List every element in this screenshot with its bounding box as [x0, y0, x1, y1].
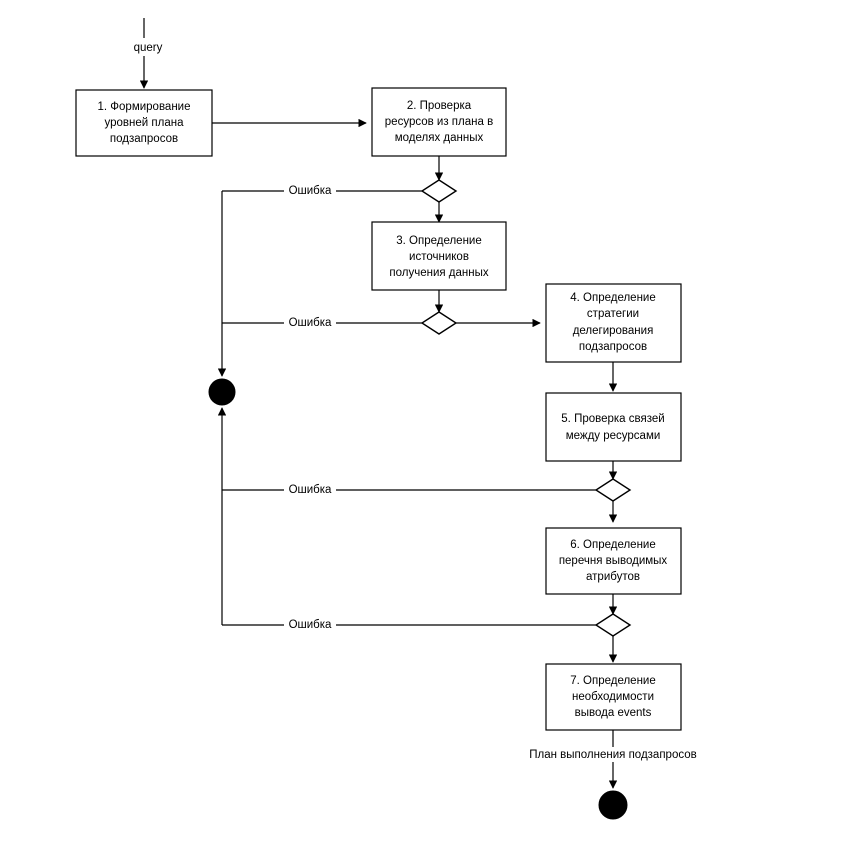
d4-error-label-bg: [284, 618, 336, 632]
box7-shape: [545, 663, 682, 731]
box6-shape: [545, 527, 682, 595]
d1-error-label-bg: [284, 184, 336, 198]
node-box3[interactable]: 3. Определение источников получения данн…: [371, 221, 507, 291]
box4-line-3: подзапросов: [579, 341, 647, 353]
box1-line-2: подзапросов: [110, 133, 178, 145]
start-flow: query: [134, 18, 163, 89]
decision-d4[interactable]: [594, 613, 632, 637]
box6-line-1: перечня выводимых: [559, 555, 668, 567]
box6-line-2: атрибутов: [586, 571, 640, 583]
box1-shape: [75, 89, 213, 157]
box3-line-1: источников: [409, 251, 469, 263]
edge-label-error-2: Ошибка: [289, 317, 332, 329]
edge-label-error-1: Ошибка: [289, 185, 332, 197]
box7-line-1: необходимости: [572, 691, 654, 703]
error-terminal-shape: [208, 378, 236, 406]
end-terminal-shape: [598, 790, 628, 820]
box4-line-2: делегирования: [573, 325, 654, 337]
node-box6[interactable]: 6. Определение перечня выводимых атрибут…: [545, 527, 682, 595]
box4-line-1: стратегии: [587, 308, 639, 320]
box2-line-2: моделях данных: [395, 132, 484, 144]
edge-label-error-4: Ошибка: [289, 619, 332, 631]
d1-shape: [420, 179, 458, 203]
d4-shape: [594, 613, 632, 637]
decision-d1[interactable]: [420, 179, 458, 203]
box5-shape: [545, 392, 682, 462]
box3-line-2: получения данных: [389, 267, 488, 279]
d2-error-label-bg: [284, 316, 336, 330]
box1-line-1: уровней плана: [105, 117, 185, 129]
box4-shape: [545, 283, 682, 363]
node-box2[interactable]: 2. Проверка ресурсов из плана в моделях …: [371, 87, 507, 157]
node-box1[interactable]: 1. Формирование уровней плана подзапросо…: [75, 89, 213, 157]
edge-label-query: query: [134, 42, 163, 54]
box3-shape: [371, 221, 507, 291]
error-terminal[interactable]: [208, 378, 236, 406]
d3-shape: [594, 478, 632, 502]
node-box4[interactable]: 4. Определение стратегии делегирования п…: [545, 283, 682, 363]
node-box5[interactable]: 5. Проверка связей между ресурсами: [545, 392, 682, 462]
box7-line-0: 7. Определение: [570, 675, 656, 687]
end-terminal[interactable]: [598, 790, 628, 820]
box3-line-0: 3. Определение: [396, 235, 482, 247]
box5-line-0: 5. Проверка связей: [561, 413, 664, 425]
decision-d3[interactable]: [594, 478, 632, 502]
node-box7[interactable]: 7. Определение необходимости вывода even…: [545, 663, 682, 731]
edge-label-error-3: Ошибка: [289, 484, 332, 496]
box7-line-2: вывода events: [575, 707, 652, 719]
end-label-bg: [518, 747, 708, 762]
d2-shape: [420, 311, 458, 335]
box6-line-0: 6. Определение: [570, 539, 656, 551]
box4-line-0: 4. Определение: [570, 292, 656, 304]
decision-d2[interactable]: [420, 311, 458, 335]
box1-line-0: 1. Формирование: [98, 101, 191, 113]
box2-shape: [371, 87, 507, 157]
box2-line-0: 2. Проверка: [407, 100, 472, 112]
edge-label-end: План выполнения подзапросов: [529, 749, 696, 761]
box5-line-1: между ресурсами: [566, 430, 661, 442]
d3-error-label-bg: [284, 483, 336, 497]
box2-line-1: ресурсов из плана в: [385, 116, 493, 128]
